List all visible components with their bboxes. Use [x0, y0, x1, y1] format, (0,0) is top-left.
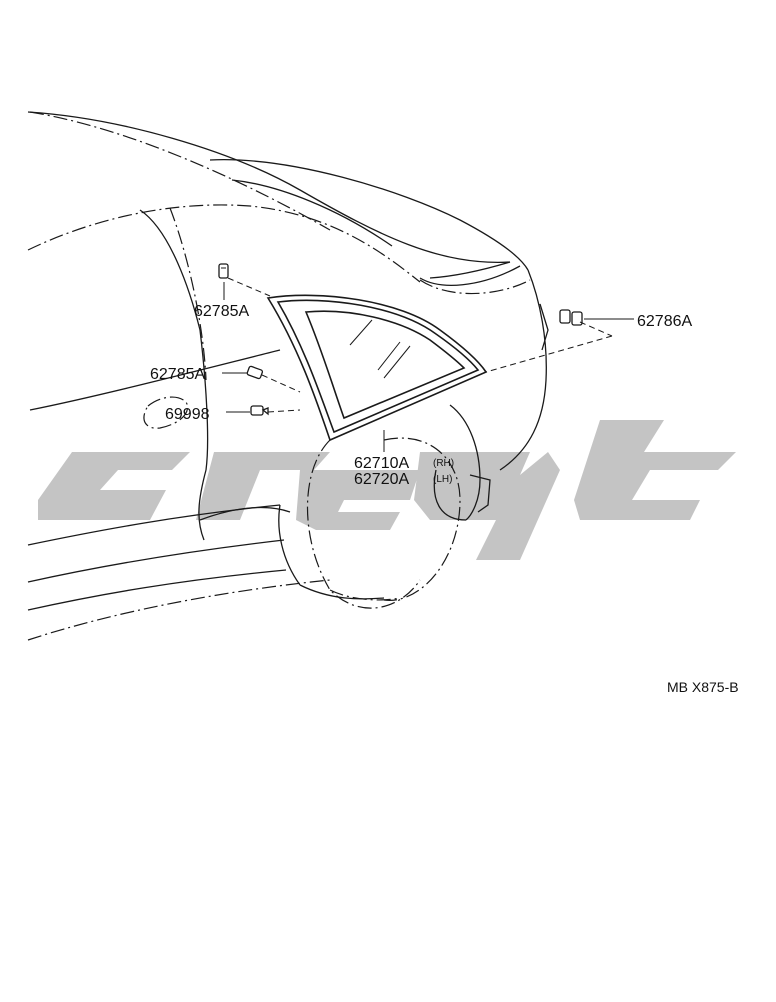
- leader-lines: [222, 277, 634, 452]
- phantom-lines: [27, 111, 531, 641]
- label-62710a: 62710A: [354, 455, 409, 472]
- clip-lower-icon: [246, 365, 264, 380]
- grommet-icon: [250, 405, 269, 416]
- label-62720a: 62720A: [354, 471, 409, 488]
- quarter-window-glass: [266, 294, 488, 442]
- label-62785a-lower: 62785A: [150, 366, 205, 383]
- part-labels: 62785A 62785A 62786A 69998 62710A (RH) 6…: [150, 303, 692, 488]
- label-69998: 69998: [165, 406, 210, 423]
- label-62786a: 62786A: [637, 313, 692, 330]
- watermark-logo: [38, 420, 736, 560]
- clip-upper-icon: [218, 263, 229, 279]
- label-62785a-upper: 62785A: [194, 303, 249, 320]
- clip-rear-icon: [559, 309, 583, 326]
- label-rh: (RH): [433, 458, 454, 469]
- reference-code: MB X875-B: [667, 679, 739, 695]
- car-body-outline: [27, 111, 549, 611]
- label-lh: (LH): [433, 474, 452, 485]
